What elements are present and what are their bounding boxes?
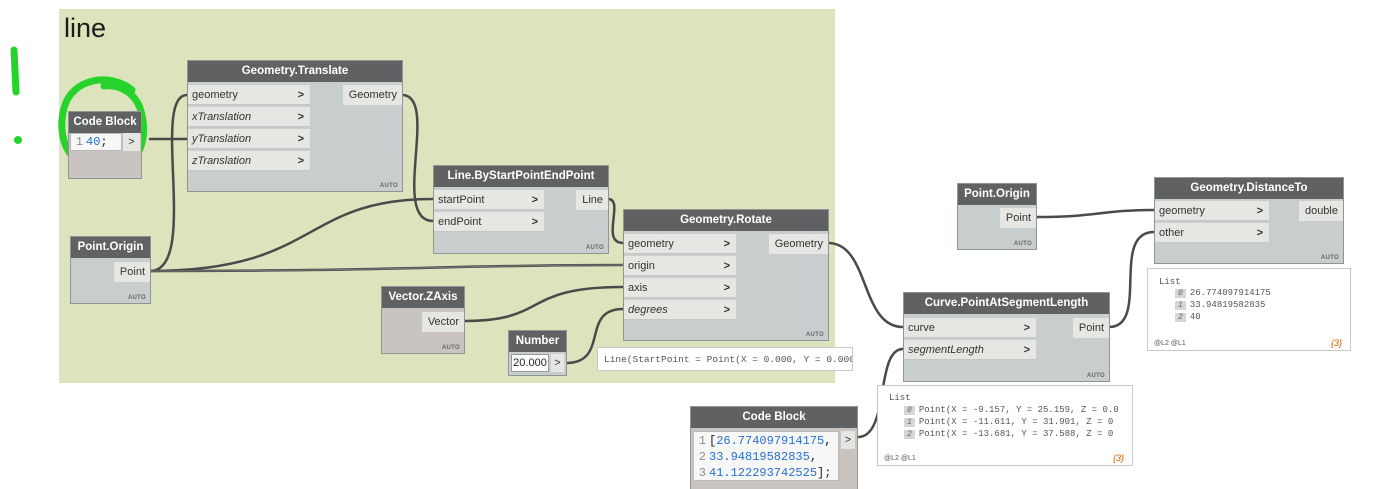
point-origin-node-2[interactable]: Point.Origin Point AUTO [957, 183, 1037, 250]
output-port-vector[interactable]: Vector [421, 312, 464, 332]
preview-count: {3} [1330, 338, 1342, 348]
wire-line-to-rotate-geometry [606, 197, 625, 245]
lacing-label[interactable]: AUTO [1320, 255, 1339, 261]
input-port-axis[interactable]: axis> [624, 278, 736, 298]
group-title[interactable]: line [64, 13, 107, 43]
code-value[interactable]: 40 [86, 135, 101, 149]
lacing-label[interactable]: AUTO [1086, 373, 1105, 379]
preview-list-header: List [1159, 277, 1181, 287]
code-semicolon: ; [100, 135, 108, 149]
node-title: Number [509, 331, 566, 352]
curve-point-at-segment-length-node[interactable]: Curve.PointAtSegmentLength curve> segmen… [903, 292, 1110, 382]
geometry-distance-to-node[interactable]: Geometry.DistanceTo geometry> other> dou… [1154, 177, 1344, 264]
preview-levels: @L2 @L1 [884, 455, 916, 462]
lacing-label[interactable]: AUTO [1013, 241, 1032, 247]
lacing-label[interactable]: AUTO [441, 345, 460, 351]
number-node[interactable]: Number 20.000 > [508, 330, 567, 376]
lacing-label[interactable]: AUTO [127, 295, 146, 301]
node-title: Geometry.DistanceTo [1155, 178, 1343, 199]
input-port-origin[interactable]: origin> [624, 256, 736, 276]
output-port-point[interactable]: Point [1072, 318, 1109, 338]
input-port-geometry[interactable]: geometry> [188, 85, 310, 105]
node-title: Code Block [691, 407, 857, 428]
lacing-label[interactable]: AUTO [379, 183, 398, 189]
code-block-output-port[interactable]: > [123, 133, 140, 151]
preview-list-header: List [889, 393, 911, 403]
wire-number-to-degrees [564, 307, 625, 365]
preview-text: Line(StartPoint = Point(X = 0.000, Y = 0… [604, 354, 853, 365]
lacing-label[interactable]: AUTO [585, 245, 604, 251]
node-title: Point.Origin [958, 184, 1036, 205]
wire-vector-to-axis [462, 285, 625, 323]
input-port-curve[interactable]: curve> [904, 318, 1036, 338]
output-port-point[interactable]: Point [999, 208, 1036, 228]
input-port-startpoint[interactable]: startPoint> [434, 190, 544, 210]
node-title: Geometry.Rotate [624, 210, 828, 231]
node-title: Geometry.Translate [188, 61, 402, 82]
output-arrow: > [128, 136, 135, 148]
number-output-port[interactable]: > [551, 354, 564, 372]
input-port-ytranslation[interactable]: yTranslation> [188, 129, 310, 149]
line-number: 1 [75, 135, 83, 149]
output-port-double[interactable]: double [1298, 201, 1343, 221]
wire-translate-to-endpoint [400, 93, 435, 223]
wire-origin-to-startpoint [148, 197, 435, 273]
geometry-translate-node[interactable]: Geometry.Translate geometry> xTranslatio… [187, 60, 403, 192]
input-port-geometry[interactable]: geometry> [1155, 201, 1269, 221]
input-port-xtranslation[interactable]: xTranslation> [188, 107, 310, 127]
geometry-rotate-node[interactable]: Geometry.Rotate geometry> origin> axis> … [623, 209, 829, 341]
wire-origin2-to-distance-geometry [1034, 208, 1156, 219]
wire-rotate-to-curve [826, 241, 905, 329]
point-origin-node[interactable]: Point.Origin Point AUTO [70, 236, 151, 304]
number-input[interactable]: 20.000 [511, 354, 549, 372]
input-port-ztranslation[interactable]: zTranslation> [188, 151, 310, 171]
vector-zaxis-node[interactable]: Vector.ZAxis Vector AUTO [381, 286, 465, 354]
line-by-start-end-node[interactable]: Line.ByStartPointEndPoint startPoint> en… [433, 165, 609, 254]
code-block-output-port[interactable]: > [841, 431, 855, 449]
output-port-geometry[interactable]: Geometry [768, 234, 828, 254]
output-port-line[interactable]: Line [576, 190, 608, 210]
lacing-label[interactable]: AUTO [805, 332, 824, 338]
node-title: Point.Origin [71, 237, 150, 258]
output-port-point[interactable]: Point [113, 262, 150, 282]
input-port-degrees[interactable]: degrees> [624, 300, 736, 320]
input-port-other[interactable]: other> [1155, 223, 1269, 243]
node-title: Curve.PointAtSegmentLength [904, 293, 1109, 314]
wire-origin-to-rotate-origin [148, 263, 625, 273]
node-title: Line.ByStartPointEndPoint [434, 166, 608, 187]
preview-levels: @L2 @L1 [1154, 340, 1186, 347]
wire-point-to-distance-other [1107, 230, 1156, 329]
wire-origin-to-translate-geometry [148, 93, 189, 273]
input-port-geometry[interactable]: geometry> [624, 234, 736, 254]
preview-count: {3} [1112, 453, 1124, 463]
input-port-endpoint[interactable]: endPoint> [434, 212, 544, 232]
rotate-preview-bubble[interactable]: Line(StartPoint = Point(X = 0.000, Y = 0… [597, 347, 853, 371]
node-title: Code Block [69, 112, 141, 133]
node-title: Vector.ZAxis [382, 287, 464, 308]
output-port-geometry[interactable]: Geometry [342, 85, 402, 105]
input-port-segmentlength[interactable]: segmentLength> [904, 340, 1036, 360]
